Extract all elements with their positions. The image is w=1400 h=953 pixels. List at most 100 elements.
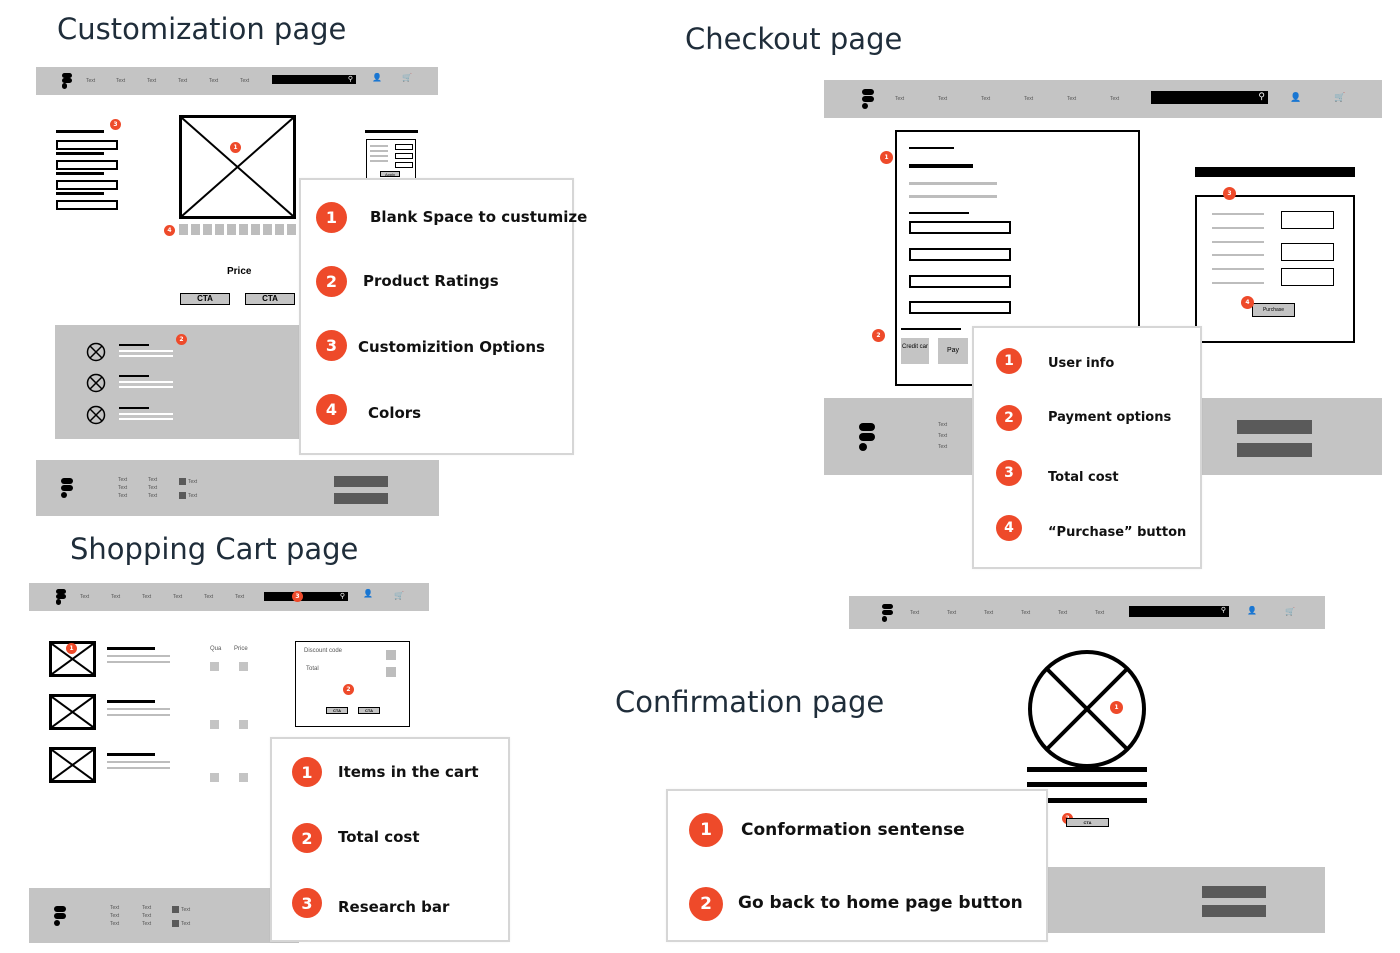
confirmation-wireframe: Text Text Text Text Text Text ⚲ 👤 🛒 1 2 …: [600, 580, 1400, 953]
nav-text[interactable]: Text: [1067, 96, 1077, 102]
option-box[interactable]: [56, 200, 118, 210]
apply-button[interactable]: Apply: [380, 171, 400, 177]
footer-link[interactable]: Text: [142, 913, 152, 919]
legend-label: Conformation sentense: [741, 820, 965, 840]
footer-link[interactable]: Text: [142, 905, 152, 911]
nav-text[interactable]: Text: [86, 78, 96, 84]
cart-icon[interactable]: 🛒: [1334, 92, 1346, 102]
customization-legend: 1 Blank Space to custumize 2 Product Rat…: [299, 178, 587, 455]
cart-icon[interactable]: 🛒: [394, 591, 404, 600]
option-box[interactable]: [56, 180, 118, 190]
total-cost-box: Purchase: [1195, 195, 1355, 343]
color-swatches[interactable]: [179, 224, 299, 236]
marker-3: 3: [292, 591, 303, 602]
search-bar[interactable]: ⚲: [264, 592, 348, 601]
footer-link[interactable]: Text: [938, 433, 948, 439]
footer-link[interactable]: Text: [148, 493, 158, 499]
marker-4: 4: [1241, 296, 1254, 309]
image-placeholder-icon: [52, 697, 93, 727]
confirmation-legend: 1 Conformation sentense 2 Go back to hom…: [666, 789, 1048, 942]
footer-link[interactable]: Text: [188, 493, 198, 499]
figma-logo-icon: [862, 89, 874, 109]
nav-text[interactable]: Text: [111, 594, 121, 600]
text-field[interactable]: [909, 301, 1011, 314]
header-bar: Text Text Text Text Text Text ⚲ 👤 🛒: [849, 596, 1325, 629]
nav-text[interactable]: Text: [116, 78, 126, 84]
cart-icon[interactable]: 🛒: [1285, 607, 1295, 616]
option-box[interactable]: [56, 160, 118, 170]
footer-link[interactable]: Text: [118, 493, 128, 499]
nav-text[interactable]: Text: [1058, 610, 1068, 616]
apple-pay-button[interactable]: Pay: [938, 338, 968, 364]
user-icon[interactable]: 👤: [1247, 606, 1257, 615]
user-icon[interactable]: 👤: [1290, 92, 1302, 102]
image-placeholder-icon: [182, 118, 293, 216]
nav-text[interactable]: Text: [895, 96, 905, 102]
footer-link[interactable]: Text: [110, 921, 120, 927]
footer-link[interactable]: Text: [938, 422, 948, 428]
search-bar[interactable]: ⚲: [1129, 606, 1229, 617]
nav-text[interactable]: Text: [209, 78, 219, 84]
cart-icon[interactable]: 🛒: [402, 73, 412, 82]
cta-button[interactable]: CTA: [180, 293, 230, 305]
legend-label: Research bar: [338, 898, 450, 916]
nav-text[interactable]: Text: [1095, 610, 1105, 616]
footer-link[interactable]: Text: [110, 913, 120, 919]
legend-label: Go back to home page button: [738, 893, 1023, 913]
text-field[interactable]: [909, 221, 1011, 234]
cta-button[interactable]: CTA: [358, 707, 380, 714]
legend-label: Blank Space to custumize: [370, 208, 588, 226]
value-field[interactable]: [1281, 211, 1334, 229]
footer-link[interactable]: Text: [181, 921, 191, 927]
cart-wireframe: Text Text Text Text Text Text ⚲ 3 👤 🛒 1 …: [0, 560, 700, 953]
user-icon[interactable]: 👤: [363, 589, 373, 598]
nav-text[interactable]: Text: [938, 96, 948, 102]
nav-text[interactable]: Text: [147, 78, 157, 84]
nav-text[interactable]: Text: [981, 96, 991, 102]
option-box[interactable]: [56, 140, 118, 150]
footer-link[interactable]: Text: [938, 444, 948, 450]
footer-link[interactable]: Text: [148, 485, 158, 491]
legend-badge: 3: [996, 460, 1022, 486]
user-icon[interactable]: 👤: [372, 73, 382, 82]
nav-text[interactable]: Text: [240, 78, 250, 84]
legend-badge: 3: [292, 888, 322, 918]
search-bar[interactable]: ⚲: [1151, 91, 1268, 104]
legend-badge: 2: [689, 887, 723, 921]
nav-text[interactable]: Text: [947, 610, 957, 616]
figma-logo-icon: [882, 604, 893, 622]
footer-link[interactable]: Text: [118, 477, 128, 483]
value-field[interactable]: [1281, 243, 1334, 261]
footer-link[interactable]: Text: [148, 477, 158, 483]
footer-link[interactable]: Text: [181, 907, 191, 913]
purchase-button[interactable]: Purchase: [1252, 303, 1295, 317]
nav-text[interactable]: Text: [204, 594, 214, 600]
footer-link[interactable]: Text: [110, 905, 120, 911]
header-bar: Text Text Text Text Text Text ⚲ 👤 🛒: [824, 80, 1382, 118]
marker-1: 1: [66, 643, 77, 654]
nav-text[interactable]: Text: [1021, 610, 1031, 616]
search-icon: ⚲: [1220, 607, 1226, 614]
home-cta-button[interactable]: CTA: [1066, 818, 1109, 827]
nav-text[interactable]: Text: [1110, 96, 1120, 102]
nav-text[interactable]: Text: [1024, 96, 1034, 102]
text-field[interactable]: [909, 248, 1011, 261]
cta-button[interactable]: CTA: [326, 707, 348, 714]
nav-text[interactable]: Text: [910, 610, 920, 616]
nav-text[interactable]: Text: [80, 594, 90, 600]
title-cart: Shopping Cart page: [70, 532, 359, 566]
footer-link[interactable]: Text: [142, 921, 152, 927]
nav-text[interactable]: Text: [173, 594, 183, 600]
footer-link[interactable]: Text: [118, 485, 128, 491]
text-field[interactable]: [909, 275, 1011, 288]
footer-link[interactable]: Text: [188, 479, 198, 485]
search-bar[interactable]: ⚲: [272, 75, 356, 84]
value-field[interactable]: [1281, 268, 1334, 286]
nav-text[interactable]: Text: [984, 610, 994, 616]
credit-card-button[interactable]: Credit car: [901, 338, 929, 364]
cta-button[interactable]: CTA: [245, 293, 295, 305]
nav-text[interactable]: Text: [178, 78, 188, 84]
nav-text[interactable]: Text: [142, 594, 152, 600]
nav-text[interactable]: Text: [235, 594, 245, 600]
product-image-placeholder: [179, 115, 296, 219]
